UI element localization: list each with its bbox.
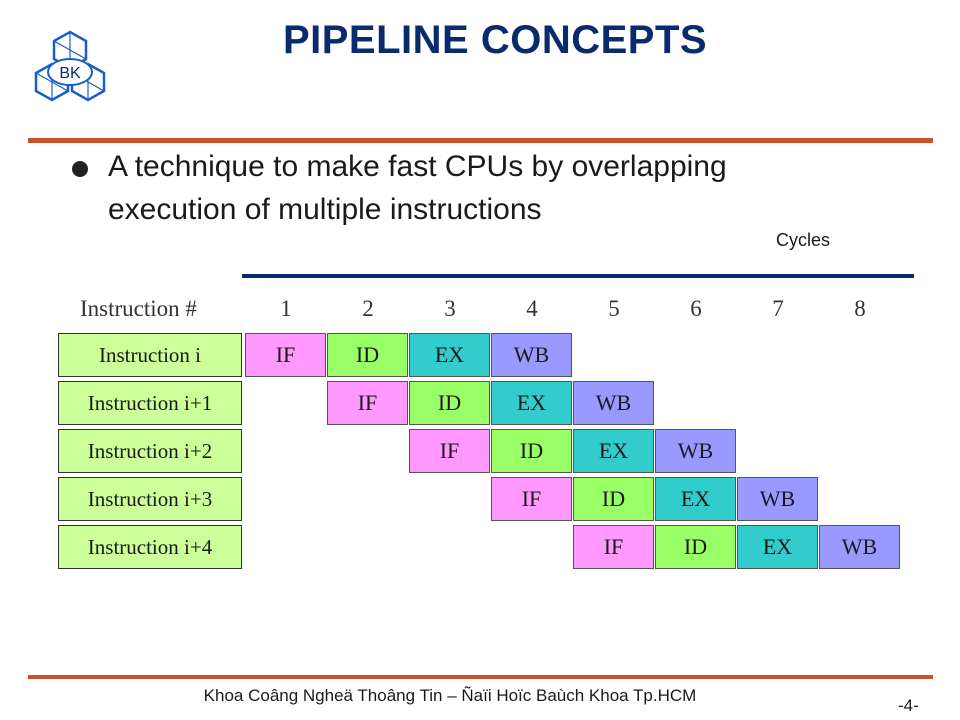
stage-wb-cell: WB [655, 429, 736, 473]
bullet-dot [72, 161, 88, 177]
stage-wb-cell: WB [491, 333, 572, 377]
stage-id-cell: ID [409, 381, 490, 425]
stage-wb-cell: WB [573, 381, 654, 425]
instruction-number-header: Instruction # [80, 296, 197, 321]
stage-id-cell: ID [655, 525, 736, 569]
bullet-text-line-2: execution of multiple instructions [108, 193, 542, 226]
cycle-header-2: 2 [362, 296, 374, 321]
cycle-header-4: 4 [526, 296, 538, 321]
slide-title: PIPELINE CONCEPTS [282, 18, 708, 62]
instruction-row-label: Instruction i+3 [58, 477, 242, 521]
stage-wb-cell: WB [737, 477, 818, 521]
page-number: -4- [898, 696, 919, 715]
instruction-row-label: Instruction i+1 [58, 381, 242, 425]
instruction-row-label: Instruction i+4 [58, 525, 242, 569]
bullet-text-line-1: A technique to make fast CPUs by overlap… [108, 150, 727, 183]
stage-if-cell: IF [491, 477, 572, 521]
title-divider [28, 138, 933, 143]
stage-wb-cell: WB [819, 525, 900, 569]
cycles-label: Cycles [776, 230, 831, 250]
cycle-header-6: 6 [690, 296, 702, 321]
stage-ex-cell: EX [409, 333, 490, 377]
stage-if-cell: IF [327, 381, 408, 425]
cycle-header-3: 3 [444, 296, 456, 321]
stage-ex-cell: EX [573, 429, 654, 473]
logo-text: BK [59, 65, 81, 82]
stage-id-cell: ID [327, 333, 408, 377]
stage-if-cell: IF [409, 429, 490, 473]
stage-id-cell: ID [491, 429, 572, 473]
cycle-header-7: 7 [772, 296, 784, 321]
cycles-axis-line [242, 274, 914, 278]
footer-text: Khoa Coâng Ngheä Thoâng Tin – Ñaïi Hoïc … [203, 686, 697, 705]
bk-logo-icon: BK [34, 30, 106, 102]
stage-if-cell: IF [573, 525, 654, 569]
stage-ex-cell: EX [655, 477, 736, 521]
cycle-header-5: 5 [608, 296, 620, 321]
stage-ex-cell: EX [491, 381, 572, 425]
stage-ex-cell: EX [737, 525, 818, 569]
instruction-row-label: Instruction i [58, 333, 242, 377]
cycle-header-1: 1 [280, 296, 292, 321]
stage-id-cell: ID [573, 477, 654, 521]
stage-if-cell: IF [245, 333, 326, 377]
cycle-header-8: 8 [854, 296, 866, 321]
instruction-row-label: Instruction i+2 [58, 429, 242, 473]
footer-divider [28, 675, 933, 679]
